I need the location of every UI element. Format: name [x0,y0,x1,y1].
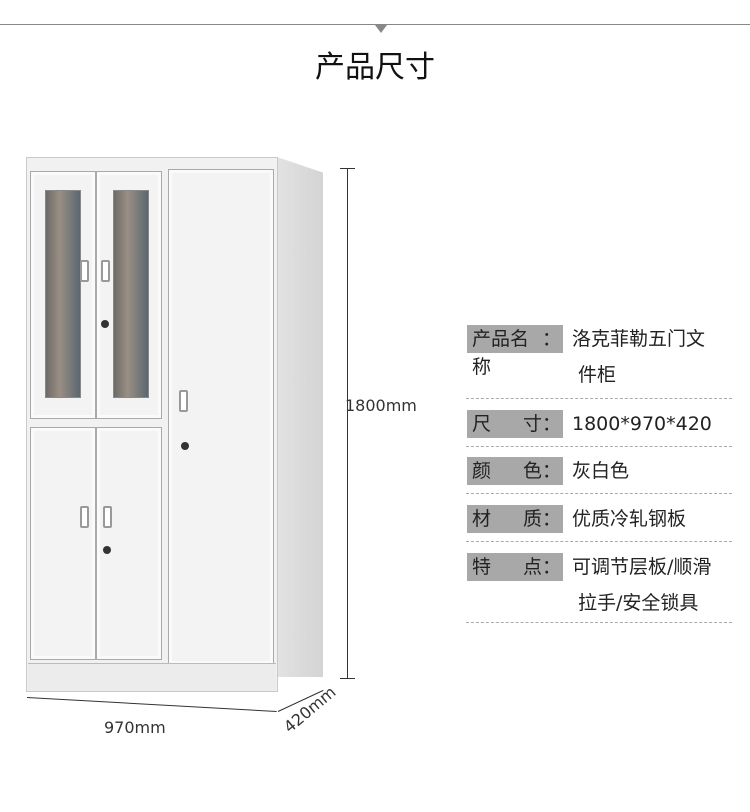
height-label: 1800mm [345,396,417,415]
label-text: 材 [472,508,492,530]
height-dimension-line [347,168,348,678]
spec-value-name-line2: 件柜 [578,364,617,386]
spec-value-name: 洛克菲勒五门文 [572,328,706,350]
spec-label-material: 材 质： [467,505,563,533]
glass-door-right[interactable] [96,171,162,419]
section-title: 产品尺寸 [315,50,435,85]
label-text: 尺 [472,413,492,435]
height-tick-bottom [340,678,355,679]
dashed-divider [466,493,732,494]
triangle-marker-icon [375,25,387,33]
lower-door-right[interactable] [96,427,162,660]
label-text: 特 [472,556,492,578]
divider-line [0,24,750,25]
colon: ： [541,508,561,530]
colon: ： [541,328,561,350]
height-tick-top [340,168,355,169]
label-text: 点 [522,556,542,578]
glass-door-left[interactable] [30,171,96,419]
spec-value-features-line2: 拉手/安全锁具 [578,592,699,614]
dashed-divider [466,622,732,623]
spec-label-color: 颜 色： [467,457,563,485]
label-text: 质 [522,508,542,530]
spec-value-size: 1800*970*420 [572,413,712,435]
colon: ： [541,413,561,435]
label-text: 寸 [522,413,542,435]
spec-value-features: 可调节层板/顺滑 [572,556,712,578]
cabinet-illustration [24,155,324,695]
dashed-divider [466,398,732,399]
spec-label-size: 尺 寸： [467,410,563,438]
label-text: 色 [522,460,542,482]
spec-value-color: 灰白色 [572,460,630,482]
spec-label-features: 特 点： [467,553,563,581]
dashed-divider [466,541,732,542]
lower-door-left[interactable] [30,427,96,660]
width-label: 970mm [104,718,166,737]
cabinet-base [28,663,276,691]
label-text: 颜 [472,460,492,482]
colon: ： [541,556,561,578]
dashed-divider [466,446,732,447]
tall-door[interactable] [168,169,274,665]
cabinet-side [277,157,323,677]
width-dimension-line [26,697,277,712]
spec-value-material: 优质冷轧钢板 [572,508,687,530]
label-text: 产品名称 [472,328,530,378]
spec-label-name: 产品名称 ： [467,325,563,378]
colon: ： [541,460,561,482]
